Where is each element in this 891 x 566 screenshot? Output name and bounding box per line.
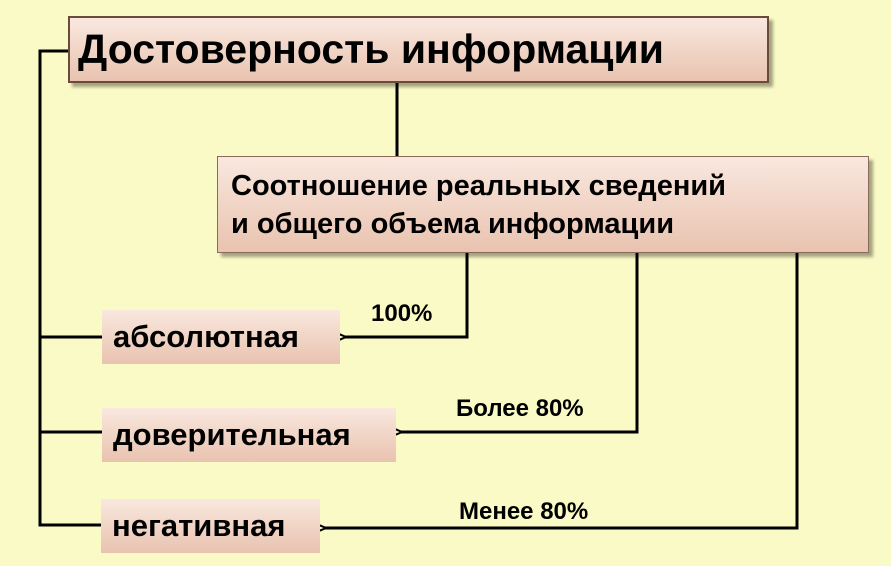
definition-line-1: Соотношение реальных сведений <box>231 170 727 202</box>
category-trusted-box: доверительная <box>102 408 396 462</box>
category-absolute-box: абсолютная <box>102 310 340 364</box>
category-absolute-label: абсолютная <box>113 319 300 354</box>
arrow-to-negative <box>324 253 799 528</box>
percent-label-trusted: Более 80% <box>456 395 584 422</box>
definition-box: Соотношение реальных сведений и общего о… <box>217 156 869 253</box>
arrow-to-trusted <box>400 253 639 432</box>
category-trusted-label: доверительная <box>113 417 351 452</box>
percent-label-absolute: 100% <box>371 300 433 327</box>
category-negative-label: негативная <box>112 508 286 543</box>
arrow-to-absolute <box>344 253 469 337</box>
diagram-title: Достоверность информации <box>78 26 664 72</box>
definition-line-2: и общего объема информации <box>231 208 675 240</box>
left-bracket-line <box>38 49 101 527</box>
title-box: Достоверность информации <box>68 16 769 83</box>
percent-label-negative: Менее 80% <box>459 498 589 525</box>
category-negative-box: негативная <box>101 499 320 553</box>
